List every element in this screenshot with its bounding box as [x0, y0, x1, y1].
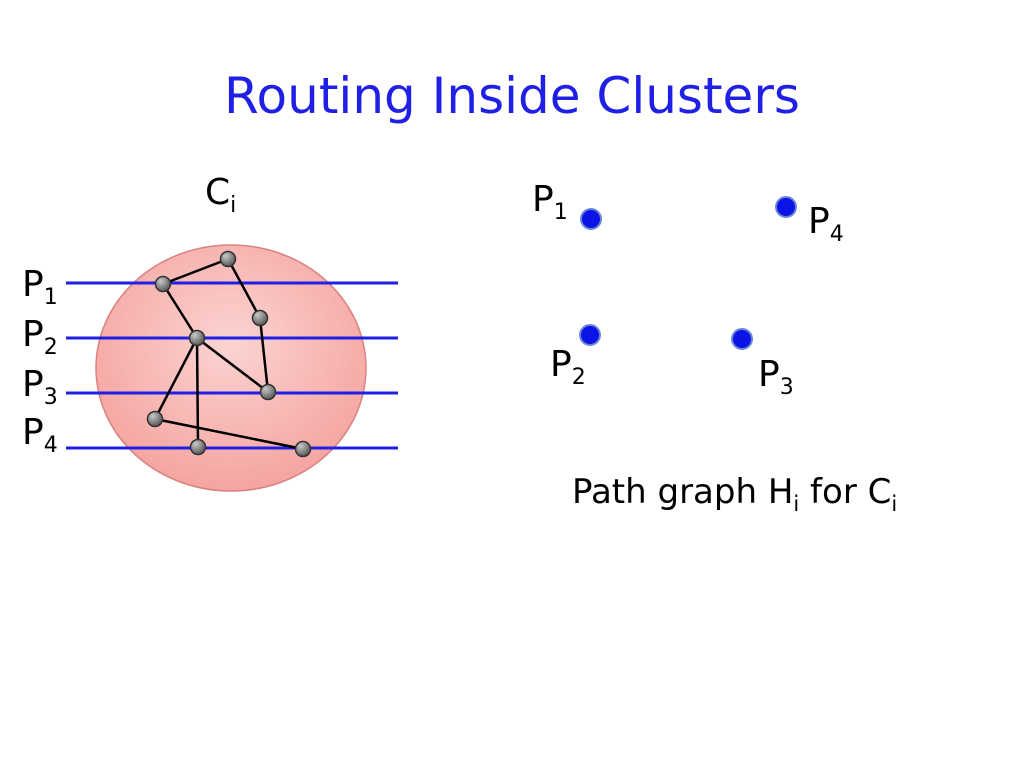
node-label-p3: P3: [758, 354, 794, 400]
path-graph-node-p1: [580, 208, 602, 230]
path-graph-caption: Path graph Hi for Ci: [572, 472, 898, 516]
edge: [161, 283, 199, 339]
vertex: [259, 383, 277, 401]
cluster-disk: [95, 244, 367, 492]
node-label-p1: P1: [532, 179, 568, 225]
slide-title: Routing Inside Clusters: [224, 67, 800, 125]
path-label-p3: P3: [22, 364, 58, 410]
cluster-edges: [153, 257, 304, 451]
cluster-vertices: [146, 250, 312, 458]
vertex: [154, 275, 172, 293]
edge: [195, 337, 200, 448]
edge: [154, 417, 304, 451]
edge: [196, 337, 269, 393]
edge: [226, 258, 262, 319]
vertex: [251, 309, 269, 327]
node-label-p2: P2: [550, 344, 586, 390]
cluster-label: Ci: [205, 172, 237, 218]
path-label-p1: P1: [22, 264, 58, 310]
path-graph-nodes: [579, 196, 797, 350]
path-graph-node-p3: [731, 328, 753, 350]
vertex: [146, 410, 164, 428]
path-label-p4: P4: [22, 412, 58, 458]
edge: [258, 317, 270, 393]
node-label-p4: P4: [808, 201, 844, 247]
edge: [162, 257, 229, 286]
vertex: [188, 329, 206, 347]
path-label-p2: P2: [22, 314, 58, 360]
vertex: [189, 438, 207, 456]
path-graph-node-p4: [775, 196, 797, 218]
edge: [153, 337, 199, 420]
vertex: [294, 440, 312, 458]
vertex: [219, 250, 237, 268]
path-graph-node-p2: [579, 324, 601, 346]
